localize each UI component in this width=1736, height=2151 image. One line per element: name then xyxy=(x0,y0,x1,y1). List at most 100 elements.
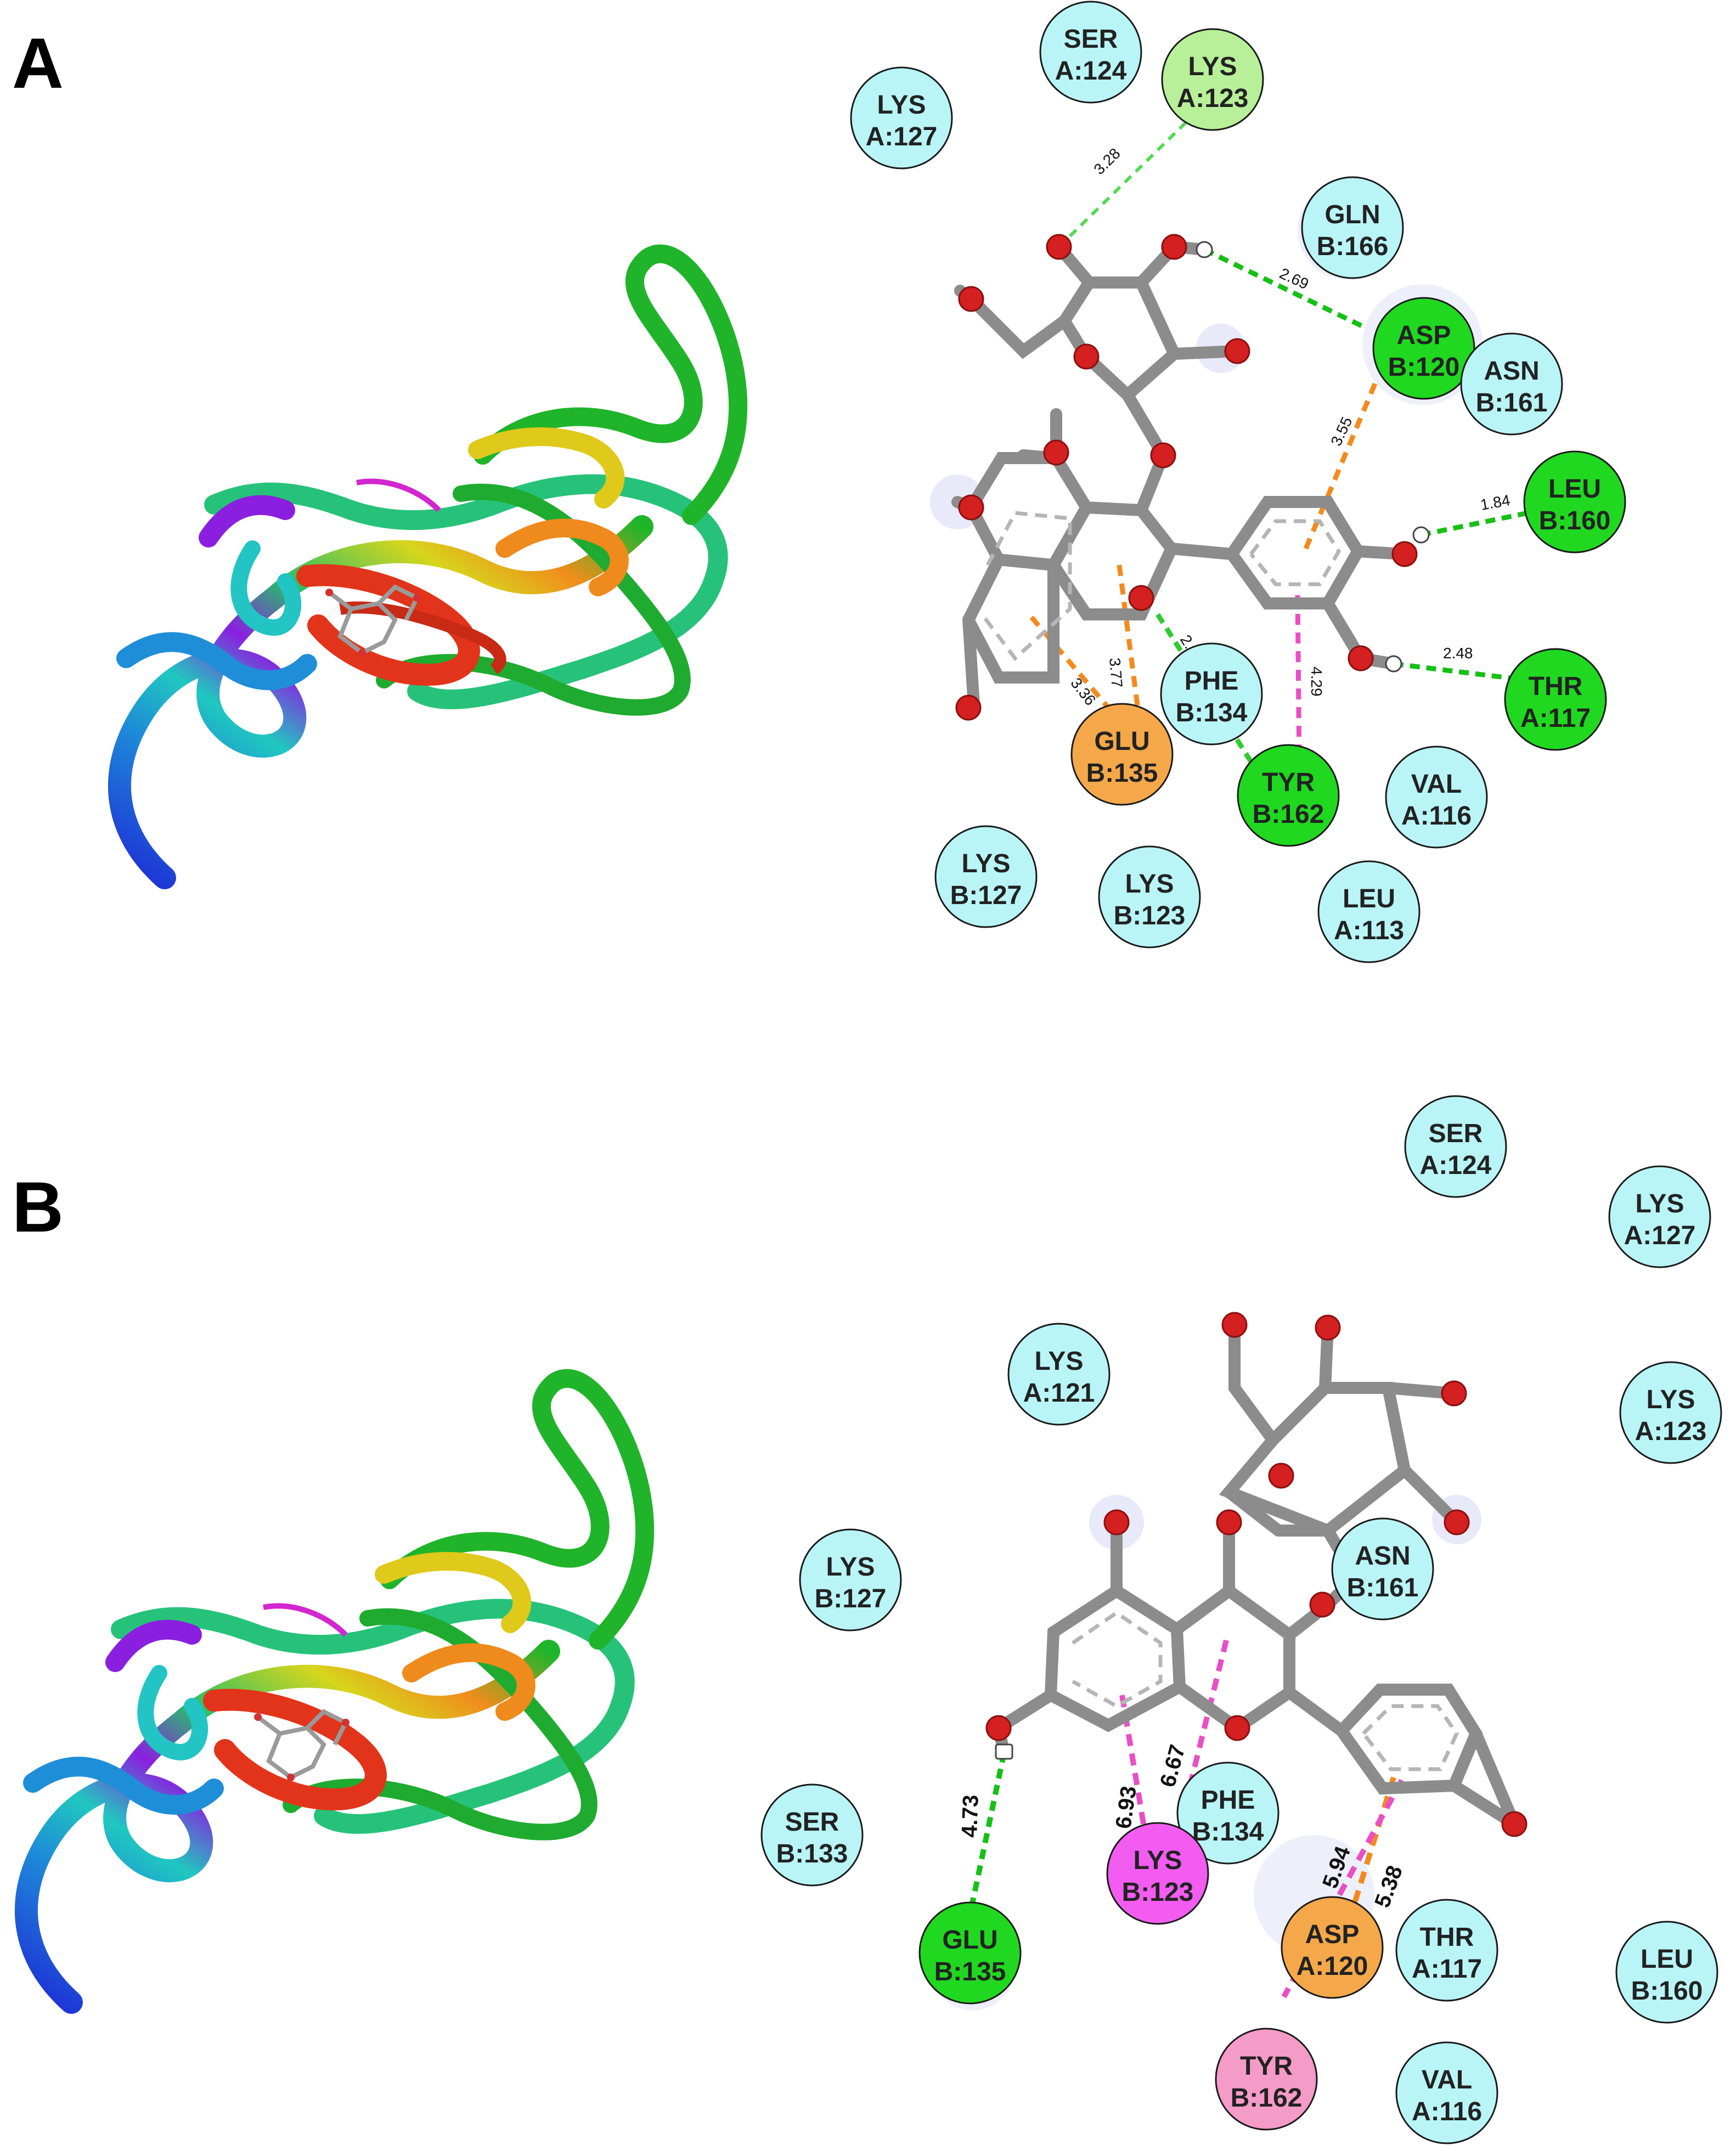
protein-ribbon-b xyxy=(14,1369,655,2014)
residue-disc xyxy=(934,825,1038,928)
residue-name: LYS xyxy=(1134,1846,1182,1875)
residue-name: TYR xyxy=(1240,2052,1293,2081)
residue-disc xyxy=(799,1528,902,1631)
residue-disc xyxy=(1372,297,1475,400)
residue-name: LYS xyxy=(1125,870,1174,899)
residue-disc xyxy=(1160,642,1263,746)
residue-disc xyxy=(1161,28,1264,131)
residue-b-tyr-b162: TYR B:162 xyxy=(1215,2028,1318,2131)
residue-disc xyxy=(1039,1,1142,104)
residue-b-thr-a117: THR A:117 xyxy=(1395,1899,1498,2002)
distance-a-4: 1.84 xyxy=(1479,492,1512,513)
residue-chain: B:133 xyxy=(776,1839,848,1868)
pi-pi-tyr-b162 xyxy=(1295,595,1302,769)
panel-a-label: A xyxy=(12,23,64,103)
residue-disc xyxy=(1608,1165,1711,1268)
residue-b-lys-b123: LYS B:123 xyxy=(1106,1822,1209,1925)
residue-name: LYS xyxy=(877,91,926,120)
distance-a-5: 2.48 xyxy=(1443,645,1473,662)
residue-disc xyxy=(1176,1762,1280,1865)
residue-name: SER xyxy=(1064,25,1118,54)
pi-anion-asp-b120 xyxy=(1303,377,1380,550)
residue-chain: A:117 xyxy=(1520,704,1591,733)
residue-name: LEU xyxy=(1641,1945,1693,1974)
residue-name: GLU xyxy=(942,1926,997,1955)
residue-name: LYS xyxy=(1035,1347,1084,1376)
residue-name: PHE xyxy=(1185,667,1239,696)
distance-b-5: 5.38 xyxy=(1370,1862,1407,1911)
residue-chain: A:113 xyxy=(1334,916,1404,945)
residue-name: SER xyxy=(785,1808,839,1837)
residue-disc xyxy=(1070,703,1174,806)
hbond-asp-b120 xyxy=(1203,247,1367,331)
residue-chain: B:127 xyxy=(815,1584,887,1613)
residue-name: THR xyxy=(1529,672,1583,701)
residue-disc xyxy=(1301,176,1404,279)
residue-chain: B:162 xyxy=(1253,800,1324,829)
residue-name: ASP xyxy=(1397,321,1451,350)
residue-disc xyxy=(760,1783,864,1887)
residue-chain: A:127 xyxy=(866,122,938,151)
residue-chain: B:162 xyxy=(1231,2084,1303,2113)
interaction-diagram-a: 3.28 2.69 3.55 1.84 2.48 2.96 3.77 3.36 … xyxy=(850,1,1626,963)
residue-disc xyxy=(1619,1361,1722,1464)
residue-chain: B:135 xyxy=(934,1957,1006,1986)
residue-disc xyxy=(918,1901,1022,2005)
residue-name: LYS xyxy=(962,849,1011,878)
residue-chain: A:124 xyxy=(1420,1151,1492,1180)
residue-name: THR xyxy=(1420,1923,1474,1952)
residue-chain: A:116 xyxy=(1412,2097,1482,2126)
residue-disc xyxy=(1523,450,1626,554)
residue-disc xyxy=(1317,860,1421,963)
residue-b-ser-a124: SER A:124 xyxy=(1404,1095,1507,1198)
residue-chain: B:134 xyxy=(1192,1817,1264,1847)
residue-name: VAL xyxy=(1411,770,1462,799)
interaction-diagram-b: 4.73 6.93 6.67 5.94 5.38 SERA:124LYSA:12… xyxy=(760,1095,1722,2144)
residue-name: SER xyxy=(1429,1119,1483,1148)
residue-chain: B:123 xyxy=(1122,1878,1194,1907)
panel-a: A xyxy=(12,1,1626,963)
residue-chain: B:135 xyxy=(1086,759,1158,788)
residue-disc xyxy=(1395,2041,1498,2144)
ligand-a xyxy=(951,234,1430,721)
residue-b-leu-b160: LEU B:160 xyxy=(1615,1921,1718,2024)
residue-chain: B:160 xyxy=(1631,1977,1703,2006)
residue-disc xyxy=(850,66,953,170)
residue-chain: A:123 xyxy=(1635,1417,1707,1446)
residue-chain: B:161 xyxy=(1347,1573,1419,1602)
hbond-thr-a117 xyxy=(1393,661,1529,683)
distance-a-9: 4.29 xyxy=(1308,667,1325,697)
residue-name: GLN xyxy=(1324,200,1380,229)
residue-name: ASN xyxy=(1355,1542,1410,1571)
residue-name: LYS xyxy=(1636,1189,1684,1218)
distance-a-7: 3.77 xyxy=(1106,657,1126,688)
residue-a-ser-a124: SER A:124 xyxy=(1039,1,1142,104)
residue-disc xyxy=(1615,1921,1718,2024)
residue-name: ASP xyxy=(1305,1920,1360,1949)
panel-b-label: B xyxy=(12,1167,64,1247)
residue-disc xyxy=(1331,1517,1434,1621)
distance-b-1: 4.73 xyxy=(957,1794,983,1838)
distance-a-1: 3.28 xyxy=(1090,145,1123,178)
residue-disc xyxy=(1385,746,1488,849)
residue-chain: B:123 xyxy=(1114,901,1186,930)
residue-chain: A:120 xyxy=(1297,1952,1368,1981)
residue-disc xyxy=(1215,2028,1318,2131)
residue-chain: A:117 xyxy=(1412,1955,1482,1984)
residue-chain: A:124 xyxy=(1055,57,1127,86)
